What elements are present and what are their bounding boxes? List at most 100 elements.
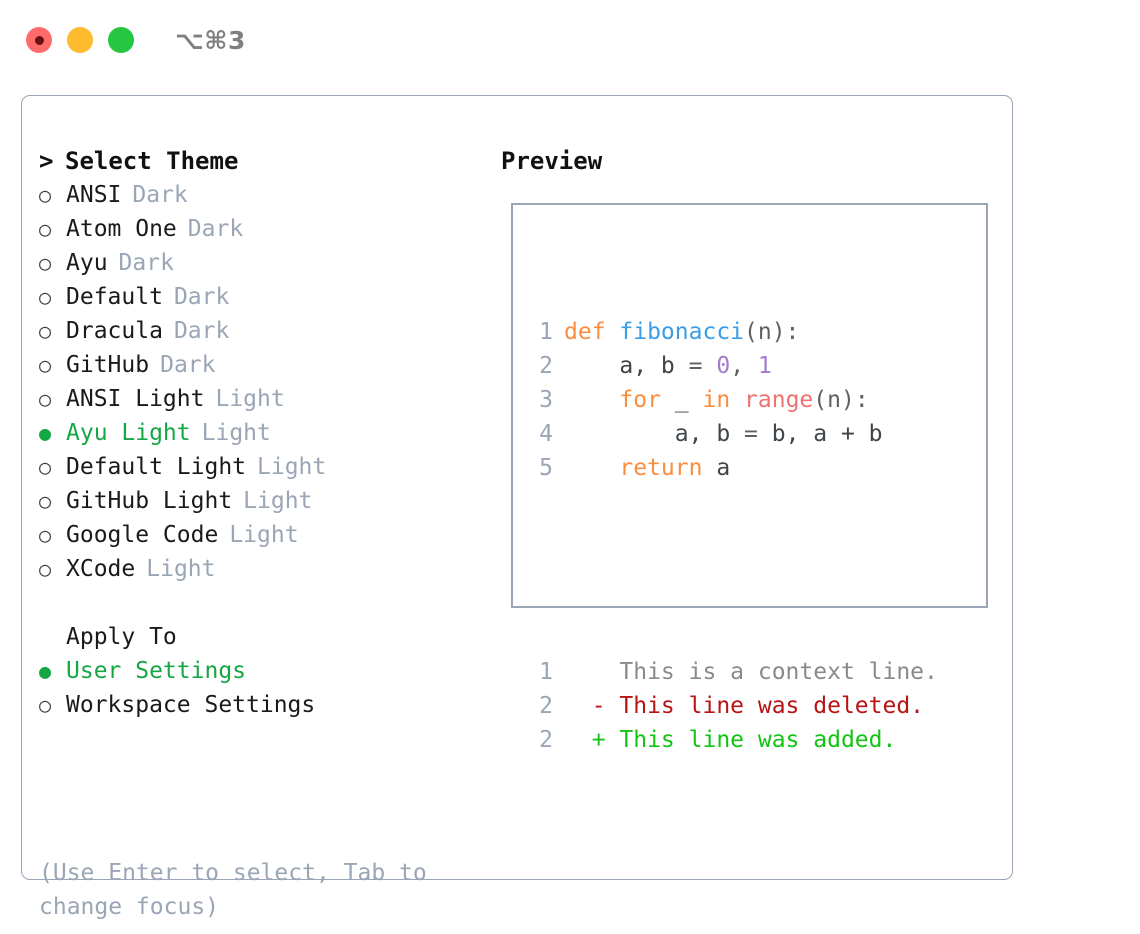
theme-variant-tag: Light bbox=[146, 556, 216, 582]
radio-unselected-icon: ○ bbox=[39, 353, 52, 377]
code-token: return bbox=[619, 455, 717, 481]
radio-unselected-icon: ○ bbox=[39, 557, 52, 581]
select-theme-title: Select Theme bbox=[65, 147, 239, 175]
theme-name: Dracula bbox=[66, 318, 163, 344]
code-token: (n): bbox=[744, 319, 800, 345]
code-token: in bbox=[702, 387, 745, 413]
code-line: 2 a, b = 0, 1 bbox=[527, 349, 938, 383]
code-token: (n): bbox=[813, 387, 869, 413]
theme-list-item[interactable]: ● Ayu Light Light bbox=[39, 416, 469, 450]
apply-to-item[interactable]: ●User Settings bbox=[39, 654, 469, 688]
code-token: def bbox=[564, 319, 620, 345]
theme-variant-tag: Light bbox=[201, 420, 271, 446]
line-number: 2 bbox=[539, 353, 553, 379]
line-number: 2 bbox=[539, 727, 553, 753]
theme-variant-tag: Light bbox=[243, 488, 313, 514]
code-token: _ bbox=[674, 387, 703, 413]
radio-unselected-icon: ○ bbox=[39, 319, 52, 343]
code-token: a, b bbox=[564, 421, 745, 447]
line-number: 4 bbox=[539, 421, 553, 447]
radio-selected-icon: ● bbox=[39, 421, 52, 445]
radio-unselected-icon: ○ bbox=[39, 455, 52, 479]
theme-name: Ayu Light bbox=[66, 420, 191, 446]
radio-unselected-icon: ○ bbox=[39, 285, 52, 309]
code-token: 1 bbox=[757, 353, 772, 379]
theme-list-item[interactable]: ○ ANSI Dark bbox=[39, 178, 469, 212]
code-token: , bbox=[730, 353, 758, 379]
theme-name: ANSI bbox=[66, 182, 122, 208]
diff-block: 1 This is a context line. 2 - This line w… bbox=[527, 655, 938, 757]
keyboard-hint: (Use Enter to select, Tab to change focu… bbox=[39, 860, 427, 920]
theme-list-item[interactable]: ○ ANSI Light Light bbox=[39, 382, 469, 416]
theme-variant-tag: Dark bbox=[173, 284, 230, 310]
apply-to-header: Apply To bbox=[39, 620, 469, 654]
code-token: = bbox=[744, 421, 772, 447]
apply-to-name: User Settings bbox=[66, 658, 247, 684]
code-line: 5 return a bbox=[527, 451, 938, 485]
theme-variant-tag: Dark bbox=[173, 318, 230, 344]
diff-line: 1 This is a context line. bbox=[527, 655, 938, 689]
code-line: 3 for _ in range(n): bbox=[527, 383, 938, 417]
minimize-light-icon[interactable] bbox=[67, 27, 93, 53]
code-token: range bbox=[744, 387, 814, 413]
code-token: b, a + b bbox=[771, 421, 883, 447]
code-token bbox=[564, 455, 619, 481]
theme-list-item[interactable]: ○ Atom One Dark bbox=[39, 212, 469, 246]
maximize-light-icon[interactable] bbox=[108, 27, 134, 53]
diff-line: 2 + This line was added. bbox=[527, 723, 938, 757]
theme-list-item[interactable]: ○ Dracula Dark bbox=[39, 314, 469, 348]
theme-variant-tag: Dark bbox=[118, 250, 174, 276]
code-gap bbox=[527, 553, 938, 587]
code-token: a bbox=[716, 455, 731, 481]
diff-text: + This line was added. bbox=[564, 727, 897, 753]
code-token: fibonacci bbox=[619, 319, 745, 345]
select-theme-header: > Select Theme bbox=[39, 144, 469, 178]
radio-unselected-icon: ○ bbox=[39, 387, 52, 411]
apply-to-name: Workspace Settings bbox=[66, 692, 316, 718]
apply-to-title: Apply To bbox=[66, 624, 177, 650]
code-token: 0 bbox=[716, 353, 731, 379]
theme-name: Default Light bbox=[66, 454, 247, 480]
caret-icon: > bbox=[39, 147, 54, 175]
close-light-icon[interactable] bbox=[26, 27, 52, 53]
theme-name: ANSI Light bbox=[66, 386, 205, 412]
theme-name: Atom One bbox=[66, 216, 177, 242]
radio-unselected-icon: ○ bbox=[39, 183, 52, 207]
window-controls bbox=[26, 27, 134, 53]
code-token: = bbox=[688, 353, 717, 379]
code-line: 4 a, b = b, a + b bbox=[527, 417, 938, 451]
theme-name: Google Code bbox=[66, 522, 219, 548]
theme-name: XCode bbox=[66, 556, 136, 582]
apply-to-item[interactable]: ○ Workspace Settings bbox=[39, 688, 469, 722]
theme-variant-tag: Dark bbox=[132, 182, 188, 208]
line-number: 3 bbox=[539, 387, 553, 413]
radio-unselected-icon: ○ bbox=[39, 251, 52, 275]
window-shortcut-label: ⌥⌘3 bbox=[175, 25, 246, 55]
radio-unselected-icon: ○ bbox=[39, 693, 52, 717]
preview-column: Preview bbox=[501, 144, 981, 178]
diff-text: This is a context line. bbox=[564, 659, 938, 685]
radio-unselected-icon: ○ bbox=[39, 217, 52, 241]
theme-list-item[interactable]: ○ XCode Light bbox=[39, 552, 469, 586]
theme-variant-tag: Light bbox=[215, 386, 285, 412]
theme-variant-tag: Dark bbox=[160, 352, 216, 378]
line-number: 1 bbox=[539, 659, 553, 685]
apply-to-list: ●User Settings ○ Workspace Settings bbox=[39, 654, 469, 722]
theme-variant-tag: Light bbox=[229, 522, 299, 548]
theme-variant-tag: Dark bbox=[187, 216, 244, 242]
line-number: 2 bbox=[539, 693, 553, 719]
diff-text: - This line was deleted. bbox=[564, 693, 925, 719]
line-number: 5 bbox=[539, 455, 553, 481]
